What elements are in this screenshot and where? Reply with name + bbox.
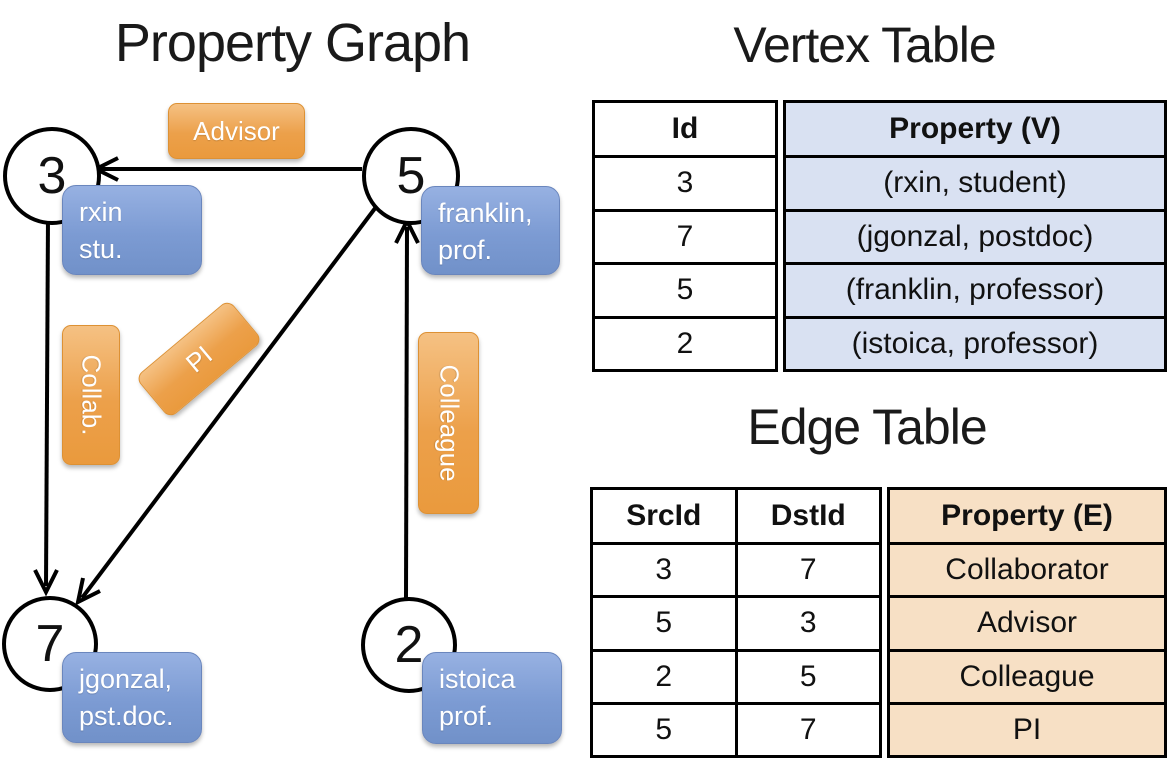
vertex-table-property-header: Property (V) [786,103,1164,155]
node-2-property-box: istoica prof. [422,652,562,744]
edge-row-ids: 5 7 [593,701,879,755]
edge-row-srcid: 5 [593,704,738,755]
node-7-property-line1: jgonzal, [79,664,173,694]
node-2-property-line1: istoica [439,664,516,694]
edge-table-dstid-header: DstId [770,499,846,532]
vertex-row-id: 3 [595,155,775,209]
node-2-property-line2: prof. [439,701,494,731]
edge-row-ids: 3 7 [593,542,879,596]
node-5-property-line2: prof. [438,235,493,265]
vertex-row-property: (jgonzal, postdoc) [786,208,1164,262]
node-3-property-line2: stu. [79,234,123,264]
edge-table-property-header: Property (E) [890,490,1164,542]
vertex-row-id: 5 [595,262,775,316]
edge-row-dstid: 5 [799,659,817,693]
vertex-row-id: 2 [595,315,775,370]
edge-table-id-columns: SrcId DstId 3 7 5 3 2 5 5 7 [590,487,882,758]
edge-label-advisor-text: Advisor [193,115,280,146]
edge-row-srcid: 5 [593,598,738,649]
edge-row-property: Advisor [890,595,1164,649]
edge-table-id-header-row: SrcId DstId [593,490,879,542]
node-7-property-box: jgonzal, pst.doc. [62,652,202,743]
vertex-table-title: Vertex Table [733,17,996,73]
edge-table-title: Edge Table [747,399,987,455]
edge-row-dstid: 7 [799,553,817,587]
node-5-property-box: franklin, prof. [421,186,560,275]
edge-row-dstid: 3 [799,606,817,640]
edge-row-ids: 5 3 [593,595,879,649]
node-5-id: 5 [396,147,426,205]
vertex-row-id: 7 [595,208,775,263]
edge-label-collab-text: Collab. [76,354,107,436]
vertex-table-property-column: Property (V) (rxin, student) (jgonzal, p… [783,100,1167,372]
vertex-row-property: (rxin, student) [786,155,1164,209]
node-3-property-box: rxin stu. [62,185,202,275]
edge-label-advisor: Advisor [168,103,305,159]
edge-row-srcid: 3 [593,545,738,596]
edge-row-ids: 2 5 [593,648,879,702]
node-7-id: 7 [35,615,65,673]
property-graph-title: Property Graph [114,13,471,73]
edge-row-property: Colleague [890,648,1164,702]
edge-2-5-arrow [394,216,420,600]
edge-label-collab: Collab. [62,325,120,465]
edge-row-property: PI [890,701,1164,755]
edge-table-srcid-header: SrcId [593,490,738,542]
graph-node-2: 2 [361,597,457,693]
node-7-property-line2: pst.doc. [79,701,174,731]
edge-row-srcid: 2 [593,651,738,702]
edge-row-dstid: 7 [799,712,817,746]
node-2-id: 2 [394,616,424,674]
edge-row-property: Collaborator [890,542,1164,596]
node-3-property-line1: rxin [79,197,123,227]
node-5-property-line1: franklin, [438,198,533,228]
vertex-row-property: (franklin, professor) [786,262,1164,316]
edge-table-property-column: Property (E) Collaborator Advisor Collea… [887,487,1167,758]
graph-edges-canvas [33,156,420,606]
vertex-row-property: (istoica, professor) [786,315,1164,369]
vertex-table-id-header: Id [671,112,699,145]
node-3-id: 3 [37,147,67,205]
edge-5-7-arrow [75,205,378,606]
edge-label-colleague-text: Colleague [434,364,464,482]
vertex-table-id-column: Id 3 7 5 2 [592,100,778,372]
edge-5-3-arrow [91,156,362,182]
edge-label-colleague: Colleague [418,332,479,514]
edge-label-pi-text: PI [179,339,218,379]
edge-3-7-arrow [33,215,59,597]
